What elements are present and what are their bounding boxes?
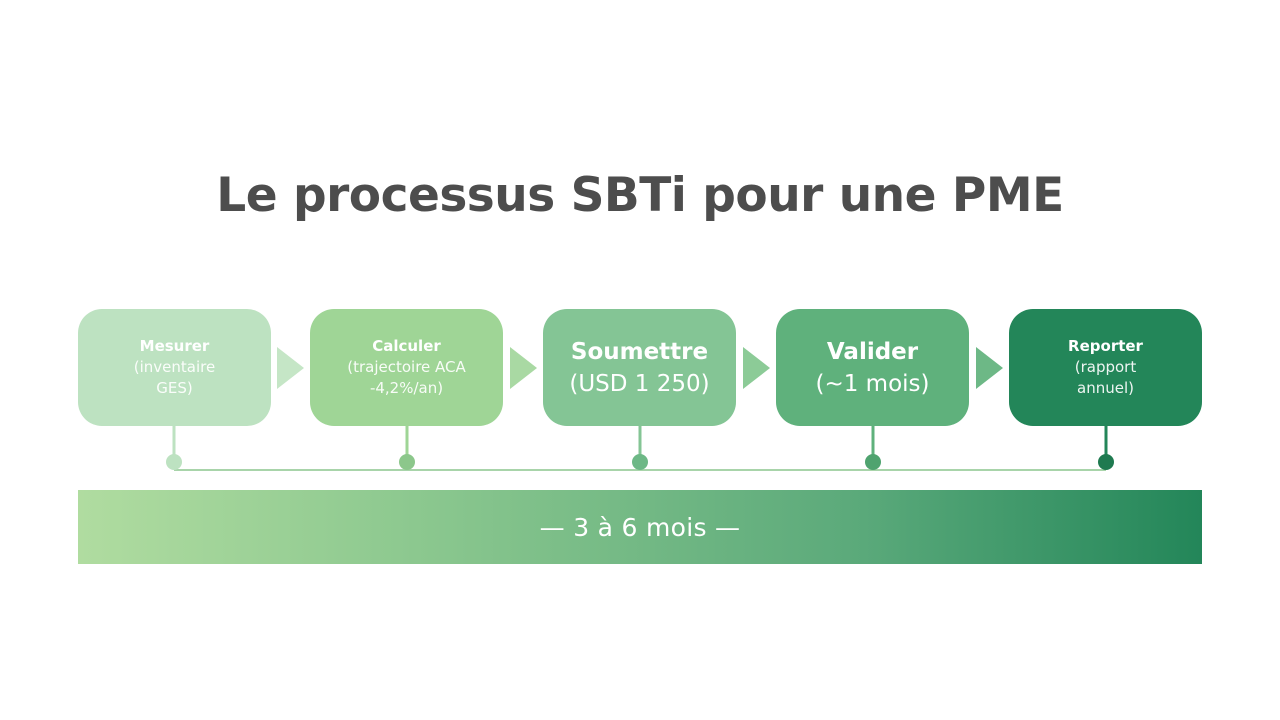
diagram-title: Le processus SBTi pour une PME (216, 168, 1064, 223)
step-valider: Valider (~1 mois) (776, 309, 969, 426)
step-mesurer: Mesurer (inventaire GES) (78, 309, 271, 426)
arrow-right-icon (743, 347, 770, 389)
timeline-dot (1098, 454, 1114, 470)
timeline-dot (399, 454, 415, 470)
duration-bar: — 3 à 6 mois — (78, 490, 1202, 564)
step-calculer: Calculer (trajectoire ACA -4,2%/an) (310, 309, 503, 426)
step-detail: (rapport annuel) (1074, 358, 1137, 397)
arrow-right-icon (976, 347, 1003, 389)
step-name: Soumettre (570, 338, 709, 365)
step-name: Valider (826, 338, 919, 365)
timeline-dot (166, 454, 182, 470)
step-detail: (~1 mois) (815, 370, 930, 397)
step-reporter: Reporter (rapport annuel) (1009, 309, 1202, 426)
step-name: Calculer (372, 337, 441, 355)
step-name: Reporter (1068, 337, 1143, 355)
step-name: Mesurer (139, 337, 210, 355)
timeline-dot (632, 454, 648, 470)
arrow-right-icon (277, 347, 304, 389)
arrow-right-icon (510, 347, 537, 389)
step-detail: (trajectoire ACA -4,2%/an) (347, 358, 466, 397)
step-soumettre: Soumettre (USD 1 250) (543, 309, 736, 426)
duration-label: — 3 à 6 mois — (539, 512, 741, 542)
step-detail: (USD 1 250) (569, 370, 710, 397)
step-detail: (inventaire GES) (133, 358, 216, 397)
timeline-dot (865, 454, 881, 470)
